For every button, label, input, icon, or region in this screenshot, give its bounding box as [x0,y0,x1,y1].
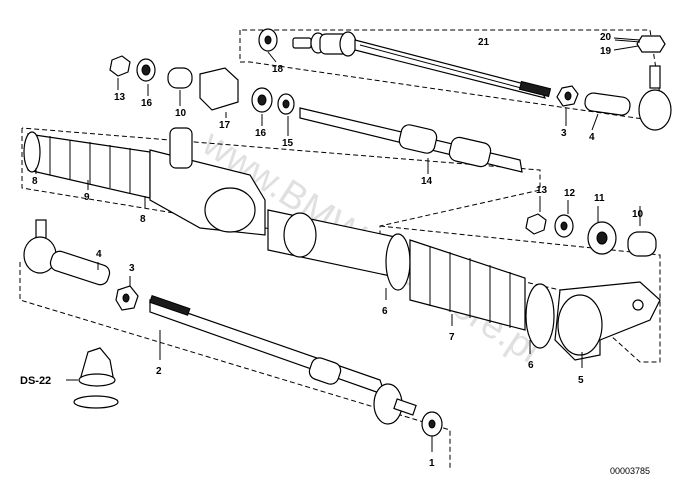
callout-6-left: 6 [382,306,388,317]
callout-8-left: 8 [32,176,38,187]
callout-2: 2 [156,366,162,377]
left-boot [23,131,151,199]
ds22-label: DS-22 [20,375,51,387]
steering-gear-housing [149,127,266,236]
callout-labels: 1 2 3 4 5 6 6 7 8 8 9 10 10 11 12 13 13 … [32,32,644,469]
callout-21: 21 [478,37,490,48]
callout-9: 9 [84,192,90,203]
callout-16-left: 16 [141,98,153,109]
lock-washer-18 [258,28,278,52]
inner-tie-rod [299,107,523,173]
leader-lines [35,37,641,452]
callout-4-upper: 4 [589,132,595,143]
callout-1: 1 [429,458,435,469]
document-number: 00003785 [610,466,650,476]
callout-11: 11 [594,193,605,204]
callout-4-lower: 4 [96,249,102,260]
callout-5: 5 [578,375,584,386]
callout-20: 20 [600,32,612,43]
callout-8-right: 8 [140,214,146,225]
ds22-boot [73,347,119,409]
lower-tie-rod [149,295,417,425]
small-parts-top-left [109,55,295,115]
callout-14: 14 [421,176,433,187]
callout-12: 12 [564,188,576,199]
rack-tube [267,209,401,279]
callout-6-right: 6 [528,360,534,371]
mounting-bracket [554,281,661,361]
callout-19: 19 [600,46,612,57]
upper-nut-3 [556,85,579,107]
upper-tie-rod [292,31,552,99]
callout-17: 17 [219,120,231,131]
callout-13-left: 13 [114,92,126,103]
lower-tie-rod-end [23,219,111,286]
callout-13-right: 13 [536,185,548,196]
callout-3-upper: 3 [561,128,567,139]
callout-7: 7 [449,332,455,343]
small-parts-right [525,213,657,257]
callout-10-left: 10 [175,108,187,119]
callout-3-lower: 3 [129,263,135,274]
right-boot [385,233,555,349]
callout-10-right: 10 [632,209,644,220]
callout-15: 15 [282,138,294,149]
callout-18: 18 [272,64,284,75]
lower-nut-3 [115,285,139,311]
upper-tie-rod-end [584,35,672,131]
callout-16-right: 16 [255,128,267,139]
lock-washer-1 [421,411,443,437]
